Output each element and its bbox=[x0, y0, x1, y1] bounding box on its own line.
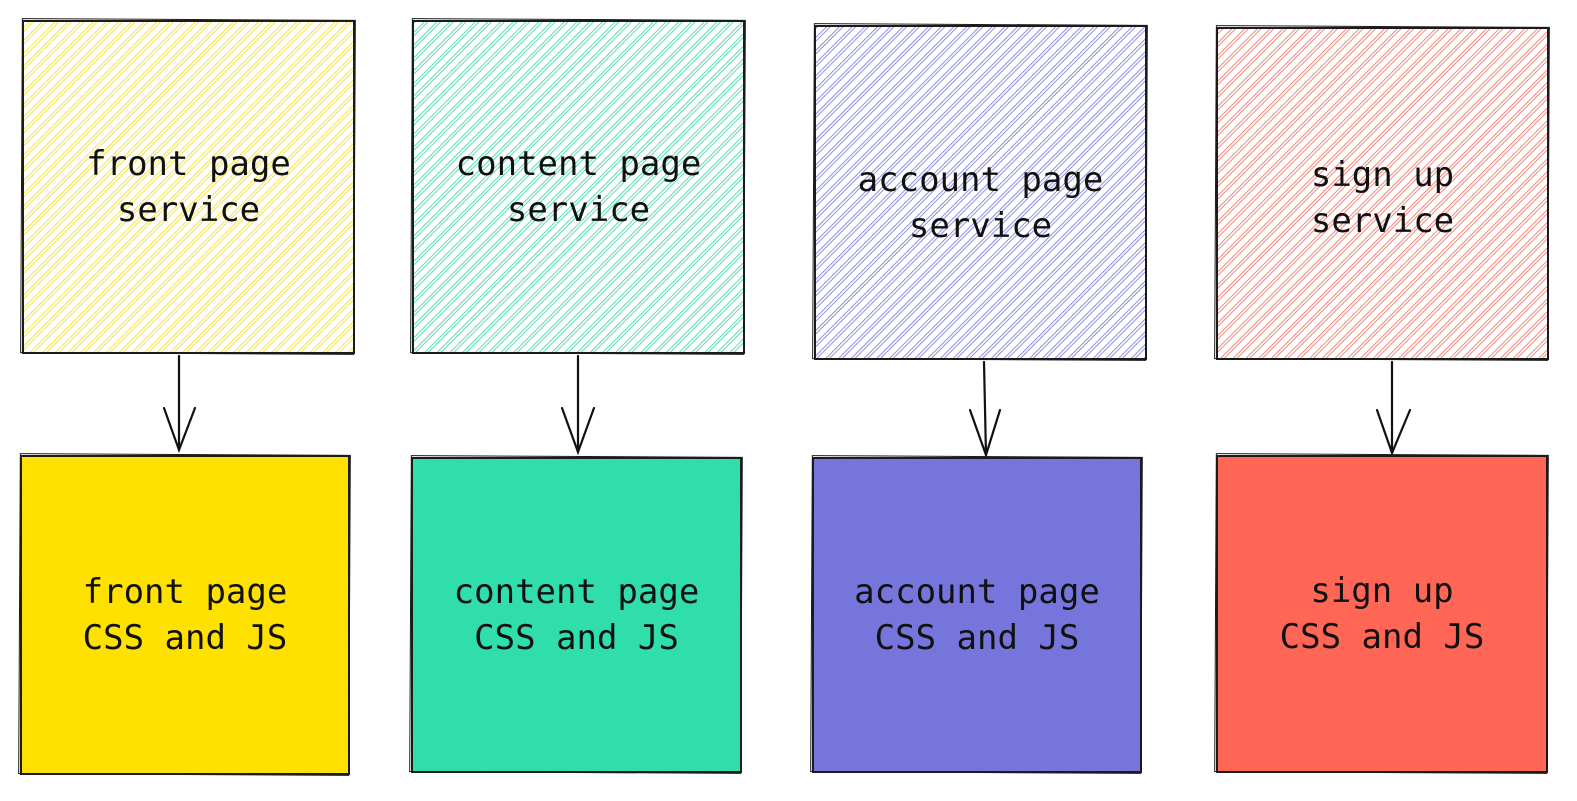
arrow-down-icon bbox=[1375, 360, 1412, 457]
account-page-service-box[interactable]: account page service bbox=[814, 25, 1147, 360]
sign-up-service-label: sign up service bbox=[1310, 154, 1455, 241]
account-page-assets-box[interactable]: account page CSS and JS bbox=[812, 457, 1142, 773]
arrow-down-icon bbox=[560, 354, 596, 456]
content-page-assets-box[interactable]: content page CSS and JS bbox=[411, 457, 742, 773]
front-page-assets-box[interactable]: front page CSS and JS bbox=[20, 455, 350, 775]
content-page-service-box[interactable]: content page service bbox=[412, 20, 745, 354]
arrow-down-icon bbox=[162, 354, 197, 454]
front-page-service-label: front page service bbox=[86, 144, 291, 230]
content-page-service-label: content page service bbox=[455, 144, 702, 230]
account-page-assets-label: account page CSS and JS bbox=[854, 572, 1100, 658]
sign-up-service-box[interactable]: sign up service bbox=[1216, 27, 1549, 360]
arrow-down-icon bbox=[968, 360, 1002, 459]
front-page-assets-label: front page CSS and JS bbox=[82, 572, 288, 658]
account-page-service-label: account page service bbox=[857, 159, 1104, 246]
sign-up-assets-label: sign up CSS and JS bbox=[1279, 571, 1485, 657]
front-page-service-box[interactable]: front page service bbox=[22, 20, 355, 354]
sign-up-assets-box[interactable]: sign up CSS and JS bbox=[1216, 455, 1548, 773]
content-page-assets-label: content page CSS and JS bbox=[453, 572, 700, 658]
